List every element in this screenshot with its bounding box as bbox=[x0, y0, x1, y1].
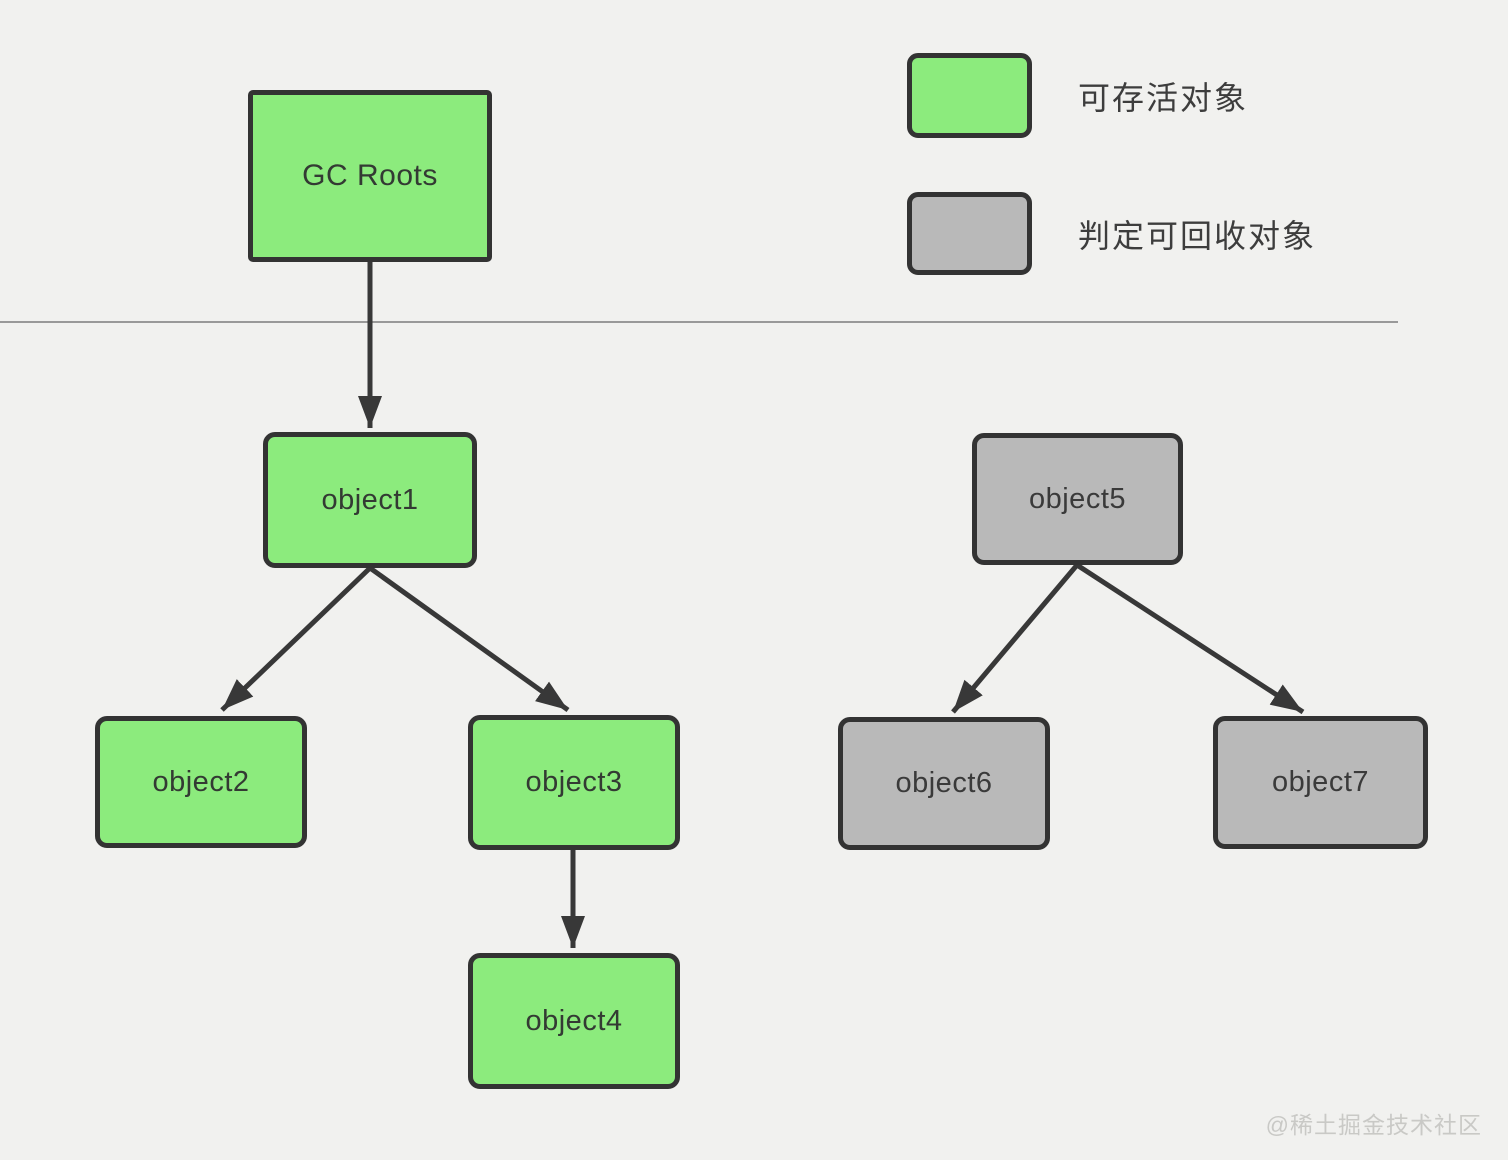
legend-label-survivable: 可存活对象 bbox=[1078, 79, 1249, 116]
node-object6: object6 bbox=[838, 717, 1050, 850]
legend-swatch-collectable bbox=[907, 192, 1032, 275]
edge-object1-object2 bbox=[220, 566, 372, 712]
edge-object5-object6 bbox=[951, 563, 1079, 714]
node-object3: object3 bbox=[468, 715, 680, 850]
legend-swatch-survivable bbox=[907, 53, 1032, 138]
node-object4: object4 bbox=[468, 953, 680, 1089]
node-object1: object1 bbox=[263, 432, 477, 568]
node-object7: object7 bbox=[1213, 716, 1428, 849]
watermark-text: @稀土掘金技术社区 bbox=[1265, 1112, 1482, 1138]
node-object5: object5 bbox=[972, 433, 1183, 565]
edge-object5-object7 bbox=[1075, 562, 1305, 715]
node-gc-roots: GC Roots bbox=[248, 90, 492, 262]
edge-object1-object3 bbox=[368, 565, 570, 713]
node-object2: object2 bbox=[95, 716, 307, 848]
legend-label-collectable: 判定可回收对象 bbox=[1078, 217, 1317, 254]
